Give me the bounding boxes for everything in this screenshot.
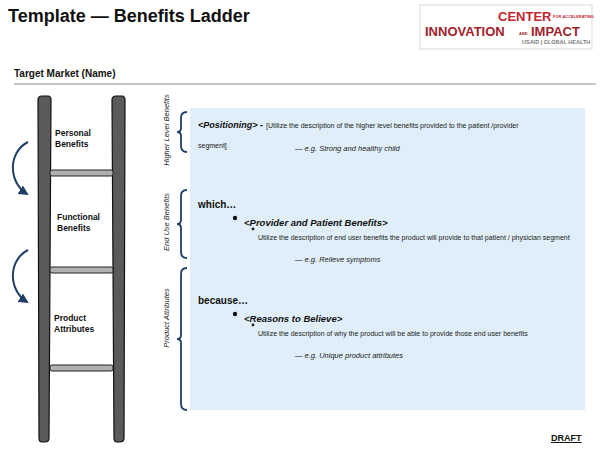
connector-word: which… <box>198 199 236 210</box>
benefits-panel: <Positioning> -[Utilize the description … <box>190 108 585 410</box>
draft-mark: DRAFT <box>551 433 582 443</box>
curved-arrow <box>13 250 28 302</box>
text-line: <Reasons to Believe> <box>244 307 342 327</box>
ladder-rail <box>112 96 125 442</box>
header-rule <box>14 84 596 85</box>
ladder-label: Functional Benefits <box>57 212 109 235</box>
ladder-rung <box>50 170 113 176</box>
ladder-rung <box>50 267 113 273</box>
text-line: <Provider and Patient Benefits> <box>244 211 388 231</box>
text-line: which… <box>198 193 236 213</box>
ladder-label: Product Attributes <box>54 313 106 336</box>
logo-text: AND <box>519 32 528 36</box>
logo-text: IMPACT <box>531 25 580 38</box>
example-text: — e.g. Unique product attributes <box>295 351 403 360</box>
connector-word: because… <box>198 295 248 306</box>
example-text: — e.g. Relieve symptoms <box>295 255 380 264</box>
curly-brace <box>177 190 187 258</box>
text-line: — e.g. Relieve symptoms <box>295 247 380 267</box>
logo-text: FOR ACCELERATING <box>553 15 594 19</box>
curved-arrow <box>13 142 28 194</box>
text-line: — e.g. Strong and healthy child <box>295 136 400 156</box>
description-text: Utilize the description of why the produ… <box>258 330 528 337</box>
bullet-heading: <Reasons to Believe> <box>244 313 342 324</box>
logo-text: INNOVATION <box>425 25 505 38</box>
section-heading: Target Market (Name) <box>14 68 116 79</box>
ladder-label: Personal Benefits <box>55 128 107 151</box>
ladder-rung <box>50 365 113 371</box>
bullet-heading: <Positioning> - <box>198 120 263 130</box>
curly-brace <box>177 268 187 410</box>
side-label: Higher Level Benefits <box>162 65 172 195</box>
curly-brace <box>177 112 187 152</box>
page-title: Template — Benefits Ladder <box>8 6 250 27</box>
text-line: because… <box>198 289 248 309</box>
text-line: Utilize the description of why the produ… <box>258 321 578 341</box>
text-line: Utilize the description of end user bene… <box>258 225 578 245</box>
logo-text: CENTER <box>498 10 551 23</box>
description-text: Utilize the description of end user bene… <box>258 234 570 241</box>
side-label: Product Attributes <box>162 253 172 383</box>
ladder-rail <box>38 96 51 442</box>
logo-text: USAID | GLOBAL HEALTH <box>522 40 590 46</box>
example-text: — e.g. Strong and healthy child <box>295 144 400 153</box>
bullet-heading: <Provider and Patient Benefits> <box>244 217 388 228</box>
text-line: — e.g. Unique product attributes <box>295 343 403 363</box>
logo-box <box>420 5 592 49</box>
side-label: End Use Benefits <box>162 157 172 287</box>
